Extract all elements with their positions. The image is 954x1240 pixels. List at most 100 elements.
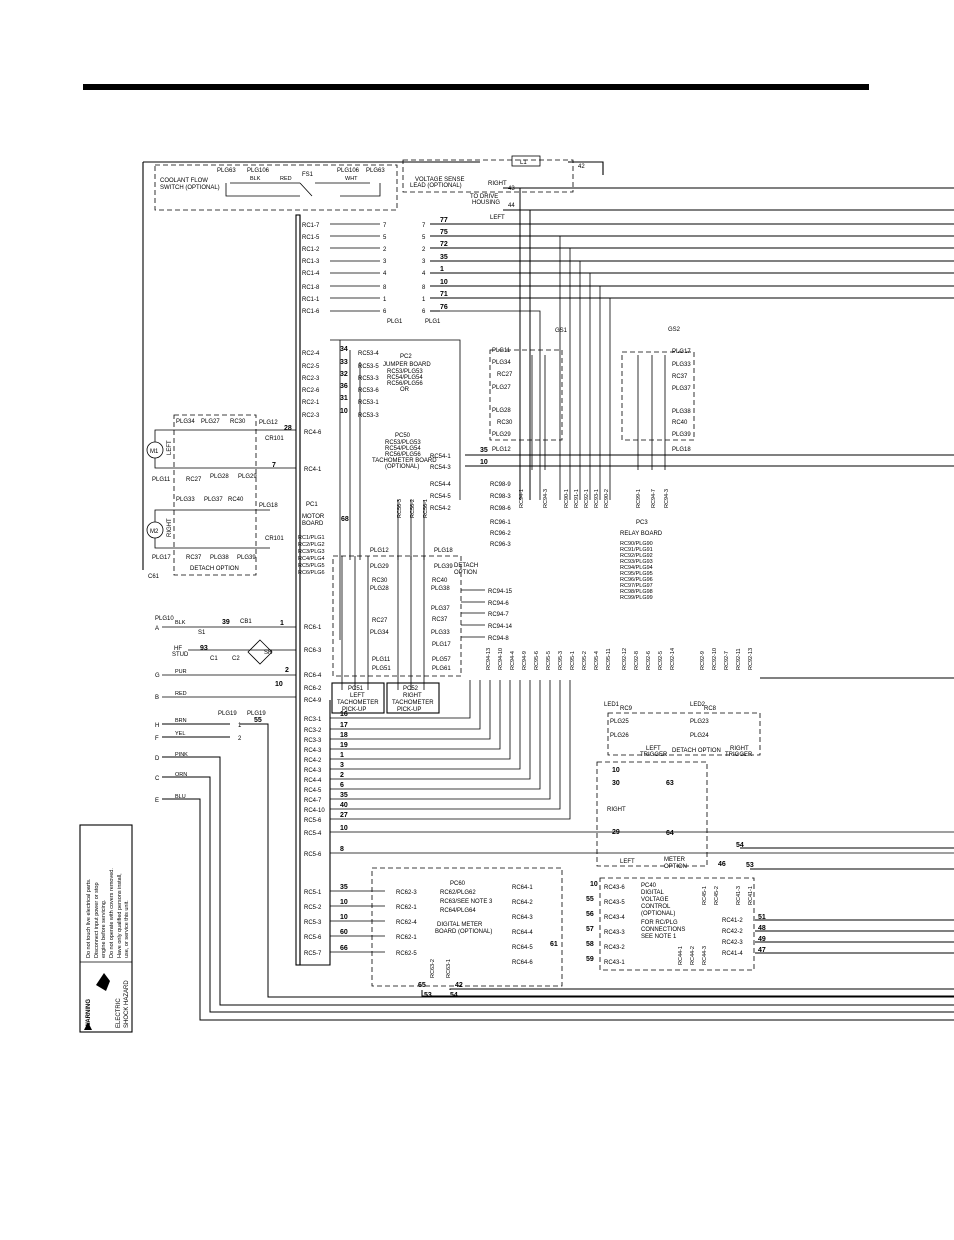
mid-plg61: PLG61 xyxy=(432,666,451,672)
rc5-wire: 66 xyxy=(340,945,348,952)
motor-wires xyxy=(154,429,296,549)
rc64-label: RC64-5 xyxy=(512,945,533,951)
pc50-l3: RC56/PLG56 xyxy=(385,452,421,458)
plg17-label: PLG17 xyxy=(152,555,171,561)
left-label: LEFT xyxy=(490,215,505,221)
rc3-wire: 8 xyxy=(340,846,344,853)
meter-w30: 30 xyxy=(612,780,620,787)
w1-label: 1 xyxy=(280,620,284,627)
rc41-label: RC42-2 xyxy=(722,929,743,935)
rc43-label: RC43-1 xyxy=(604,960,625,966)
bottom-rc: RC95-3 xyxy=(558,651,564,670)
warning-box xyxy=(79,824,133,1033)
pc60-l5: BOARD (OPTIONAL) xyxy=(435,929,492,935)
pc60-title: PC60 xyxy=(450,881,466,887)
rc5-wire: 10 xyxy=(340,899,348,906)
bottom-rc: RC92-5 xyxy=(658,651,664,670)
plg1-pin: 3 xyxy=(383,259,387,265)
warning-bullet-4b: use, or service this unit. xyxy=(124,900,130,958)
pc60-l4: DIGITAL METER xyxy=(437,922,483,928)
rc54-wires xyxy=(465,454,954,467)
stud-label: STUD xyxy=(172,652,189,658)
rc53-label: RC53-3 xyxy=(358,413,379,419)
mid-vertical-wires xyxy=(341,556,425,690)
gs1-plg29: PLG29 xyxy=(492,432,511,438)
header-rule xyxy=(83,84,869,90)
vert-rc-label: RC90-2 xyxy=(604,489,610,508)
pc3-plg: RC98/PLG98 xyxy=(620,589,653,595)
rc4-6-label: RC4-6 xyxy=(304,430,322,436)
rc3-wire: 18 xyxy=(340,732,348,739)
bottom-rc: RC95-6 xyxy=(534,651,540,670)
rc41-top: RC41-1 xyxy=(748,886,754,905)
rc3-label: RC4-3 xyxy=(304,748,322,754)
f-label: F xyxy=(155,736,159,742)
mid-detach: DETACH xyxy=(454,563,478,569)
rc3-wire: 3 xyxy=(340,762,344,769)
rc41-wire: 49 xyxy=(758,936,766,943)
rc3-rc4-group: RC3-1 RC3-2 RC3-3 RC4-3 RC4-2 RC4-3 RC4-… xyxy=(304,680,571,858)
fs1-label: FS1 xyxy=(302,172,314,178)
plg26-label: PLG26 xyxy=(610,733,629,739)
rc1-label: RC1-3 xyxy=(302,259,320,265)
pc40-note2: CONNECTIONS xyxy=(641,927,685,933)
rc62-label: RC62-4 xyxy=(396,920,417,926)
plg27-label: PLG27 xyxy=(201,419,220,425)
yel-label: YEL xyxy=(175,731,185,737)
pc40-l3: CONTROL xyxy=(641,904,671,910)
rc5-wires xyxy=(330,890,385,953)
rc44-label: RC44-1 xyxy=(678,946,684,965)
meter-right: RIGHT xyxy=(607,807,626,813)
rc6-label: RC6-1 xyxy=(304,625,322,631)
pc3-plg: RC95/PLG95 xyxy=(620,571,653,577)
bottom-rc: RC94-4 xyxy=(510,651,516,670)
plg19-section: PLG19 PLG19 H F BRN YEL 55 1 2 D PINK C … xyxy=(155,711,954,1021)
plg1-pin-r: 2 xyxy=(422,247,426,253)
rc62-label: RC62-1 xyxy=(396,905,417,911)
pc2-line2: RC54/PLG54 xyxy=(387,375,423,381)
gs2-wires xyxy=(637,355,666,470)
warning-bullet-1: Do not touch live electrical parts. xyxy=(86,878,92,958)
rc1-label: RC1-4 xyxy=(302,271,320,277)
rc1-connector-group: RC1-7 RC1-5 RC1-2 RC1-3 RC1-4 RC1-8 RC1-… xyxy=(302,223,441,325)
left-trigger-left: LEFT xyxy=(646,746,661,752)
rc3-wire: 17 xyxy=(340,722,348,729)
warning-title: WARNING xyxy=(86,999,92,1028)
rc54-group: RC54-1 RC54-3 RC54-4 RC54-5 RC54-2 35 10… xyxy=(430,447,954,548)
mid-plg28: PLG28 xyxy=(370,586,389,592)
gs1-wires xyxy=(519,355,546,470)
vert-rc-label: RC99-1 xyxy=(636,489,642,508)
gs1-plg34: PLG34 xyxy=(492,360,511,366)
warning-bullet-2: Disconnect input power or stop xyxy=(94,882,100,958)
pc1-plg: RC4/PLG4 xyxy=(298,556,325,562)
gs2-plg33: PLG33 xyxy=(672,362,691,368)
mid-plg-box xyxy=(332,555,462,677)
meter-left: LEFT xyxy=(620,859,635,865)
plg63-label: PLG63 xyxy=(217,168,236,174)
gs1-detach-box: GS1 PLG11 PLG34 RC27 PLG27 PLG28 RC30 PL… xyxy=(489,328,568,470)
s1-label: S1 xyxy=(198,630,206,636)
housing-label: HOUSING xyxy=(472,200,500,206)
led1-label: LED1 xyxy=(604,702,620,708)
pc40-voltage-control: PC40 DIGITAL VOLTAGE CONTROL (OPTIONAL) … xyxy=(586,842,954,971)
pc60-w61: 61 xyxy=(550,941,558,948)
plg12-label: PLG12 xyxy=(259,420,278,426)
rc5-label: RC5-7 xyxy=(304,951,322,957)
left-motor-label: LEFT xyxy=(167,440,173,455)
gs2-box xyxy=(621,351,695,441)
rc41-label: RC41-2 xyxy=(722,918,743,924)
rc3-wire: 2 xyxy=(340,772,344,779)
mid-plg12: PLG12 xyxy=(370,548,389,554)
right-trigger-right: RIGHT xyxy=(730,746,749,752)
pc51-box xyxy=(331,682,385,714)
left-trigger-label: TRIGGER xyxy=(640,752,668,758)
pc1-plg: RC3/PLG3 xyxy=(298,549,325,555)
bottom-rc: RC92-11 xyxy=(736,648,742,670)
pc40-w53: 53 xyxy=(746,862,754,869)
rc5-wire: 35 xyxy=(340,884,348,891)
rc3-wire: 27 xyxy=(340,812,348,819)
coolant-switch-box xyxy=(154,164,398,211)
rc6-label: RC6-4 xyxy=(304,673,322,679)
